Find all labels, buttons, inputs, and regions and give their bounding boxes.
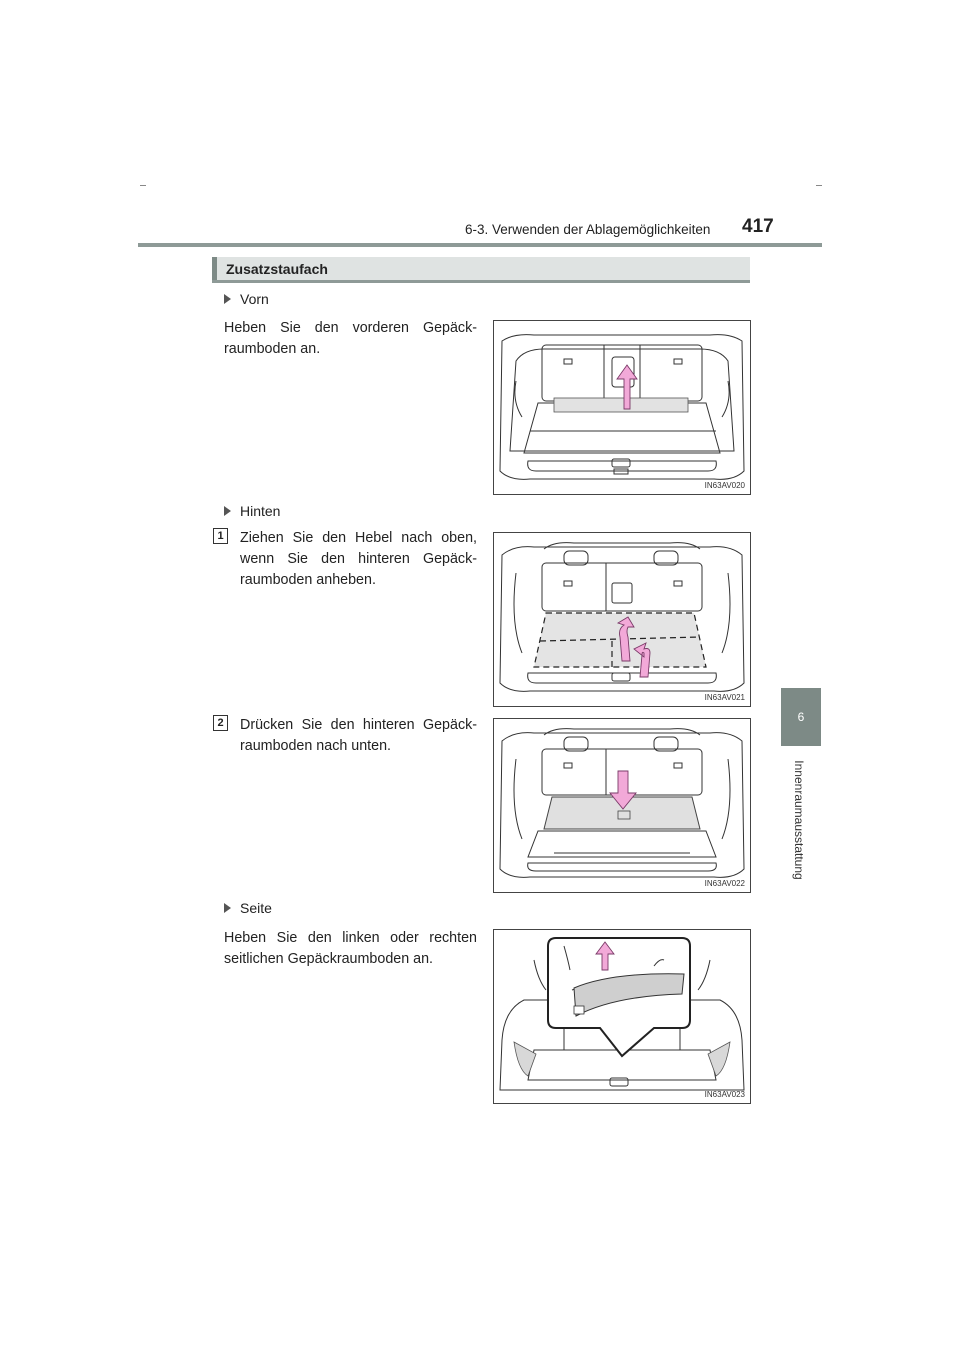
seite-instruction: Heben Sie den linken oder rechten seitli… [224, 930, 477, 967]
chapter-label: Innenraumausstattung [788, 752, 810, 888]
figure-side-floor: IN63AV023 [493, 929, 751, 1104]
figure-code: IN63AV020 [704, 481, 745, 490]
triangle-bullet-icon [224, 903, 231, 913]
bullet-label: Vorn [240, 291, 269, 307]
figure-rear-floor-press: IN63AV022 [493, 718, 751, 893]
page-number: 417 [742, 216, 774, 237]
bullet-label: Hinten [240, 503, 281, 519]
chapter-label-text: Innenraumausstattung [792, 760, 806, 880]
figure-code: IN63AV023 [704, 1090, 745, 1099]
chapter-number: 6 [797, 710, 805, 724]
bullet-vorn: Vorn [224, 291, 269, 307]
triangle-bullet-icon [224, 506, 231, 516]
figure-code: IN63AV021 [704, 693, 745, 702]
crop-mark [816, 185, 822, 186]
cargo-rear-press-illustration [499, 728, 745, 878]
vorn-instruction: Heben Sie den vorderen Gepäck-raumboden … [224, 320, 477, 357]
crop-mark [140, 185, 146, 186]
cargo-rear-lift-illustration [499, 542, 745, 692]
figure-front-floor: IN63AV020 [493, 320, 751, 495]
section-marker [212, 257, 217, 280]
figure-rear-floor-lift: IN63AV021 [493, 532, 751, 707]
cargo-front-illustration [499, 334, 745, 480]
header-rule [138, 243, 822, 247]
figure-code: IN63AV022 [704, 879, 745, 888]
step-number-2: 2 [213, 715, 228, 731]
triangle-bullet-icon [224, 294, 231, 304]
section-heading: Zusatzstaufach [212, 257, 750, 283]
header-title: 6-3. Verwenden der Ablagemöglichkeiten [465, 222, 711, 237]
step2-instruction: Drücken Sie den hinteren Gepäck-raumbode… [240, 717, 477, 754]
bullet-label: Seite [240, 900, 272, 916]
step1-instruction: Ziehen Sie den Hebel nach oben, wenn Sie… [240, 530, 477, 588]
step-number-1: 1 [213, 528, 228, 544]
bullet-hinten: Hinten [224, 503, 280, 519]
chapter-tab: 6 [781, 688, 821, 746]
section-title: Zusatzstaufach [226, 261, 328, 277]
cargo-side-illustration [499, 937, 745, 1091]
bullet-seite: Seite [224, 900, 272, 916]
